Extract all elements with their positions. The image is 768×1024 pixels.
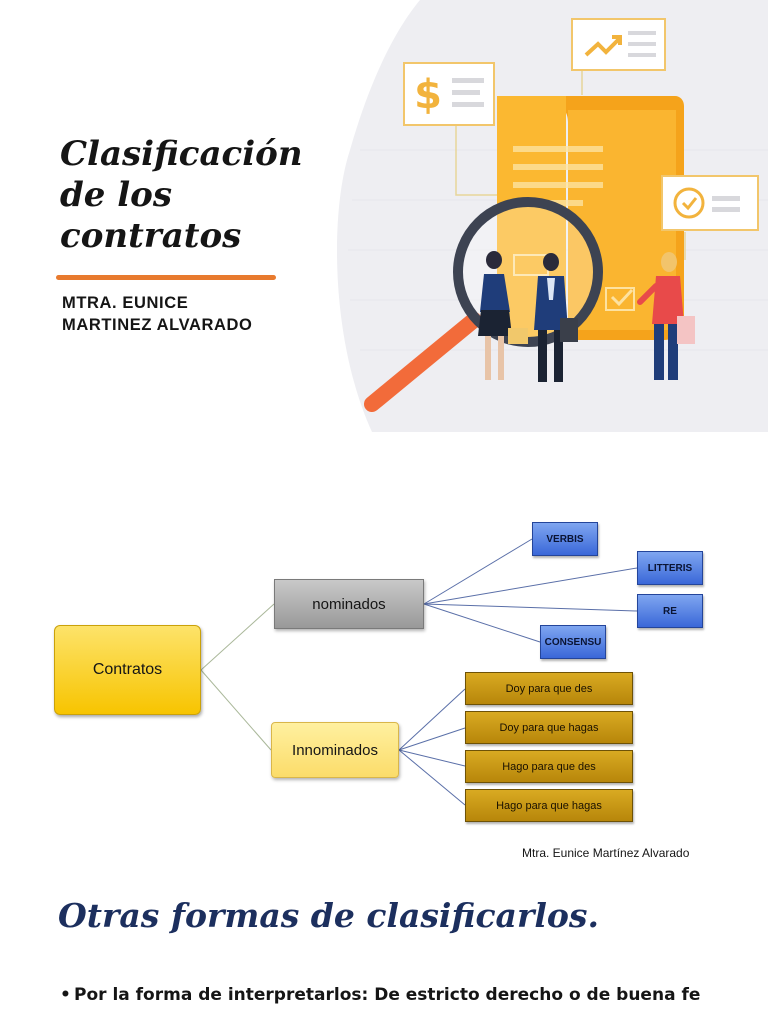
- connector-line: [200, 603, 275, 671]
- connector-line: [398, 688, 466, 751]
- title-underline: [56, 275, 276, 280]
- node-verbis: VERBIS: [532, 522, 598, 556]
- clock-icon: [661, 175, 759, 231]
- dollar-icon: $: [403, 62, 495, 126]
- section-title: Otras formas de clasificarlos.: [58, 896, 599, 935]
- author-credit: Mtra. Eunice Martínez Alvarado: [522, 846, 690, 860]
- connector-line: [423, 538, 533, 605]
- node-doy-para-que-hagas: Doy para que hagas: [465, 711, 633, 744]
- title-line: contratos: [60, 216, 242, 256]
- node-innominados: Innominados: [271, 722, 399, 778]
- title-line: Clasificación: [60, 134, 303, 174]
- title-slide: $: [0, 0, 768, 432]
- person-woman-red: [637, 252, 695, 380]
- node-hago-para-que-hagas: Hago para que hagas: [465, 789, 633, 822]
- author-line: MTRA. EUNICE: [62, 294, 189, 312]
- trend-up-icon: [571, 18, 666, 71]
- connector-line: [398, 749, 466, 806]
- connector-line: [423, 603, 638, 612]
- node-consensu: CONSENSU: [540, 625, 606, 659]
- node-doy-para-que-des: Doy para que des: [465, 672, 633, 705]
- connector-line: [423, 567, 638, 605]
- check-icon: [610, 288, 634, 307]
- connector-line: [200, 669, 272, 751]
- connector-line: [423, 603, 541, 643]
- bullet-text: Por la forma de interpretarlos: De estri…: [74, 985, 701, 1005]
- node-litteris: LITTERIS: [637, 551, 703, 585]
- node-re: RE: [637, 594, 703, 628]
- node-hago-para-que-des: Hago para que des: [465, 750, 633, 783]
- slide-title: Clasificación de los contratos: [60, 134, 303, 257]
- classification-slide: [0, 878, 768, 1024]
- author-name: MTRA. EUNICE MARTINEZ ALVARADO: [62, 292, 252, 336]
- contract-illustration: $: [337, 0, 768, 432]
- connector-line: [398, 727, 466, 751]
- person-man-suit: [534, 253, 578, 382]
- bullet-marker: •: [60, 985, 71, 1005]
- svg-text:$: $: [414, 72, 442, 118]
- person-woman-navy: [478, 251, 528, 380]
- title-line: de los: [60, 175, 172, 215]
- connector-line: [398, 749, 466, 767]
- bullet-item: • Por la forma de interpretarlos: De est…: [60, 984, 720, 1006]
- node-contratos: Contratos: [54, 625, 201, 715]
- author-line: MARTINEZ ALVARADO: [62, 316, 253, 334]
- node-nominados: nominados: [274, 579, 424, 629]
